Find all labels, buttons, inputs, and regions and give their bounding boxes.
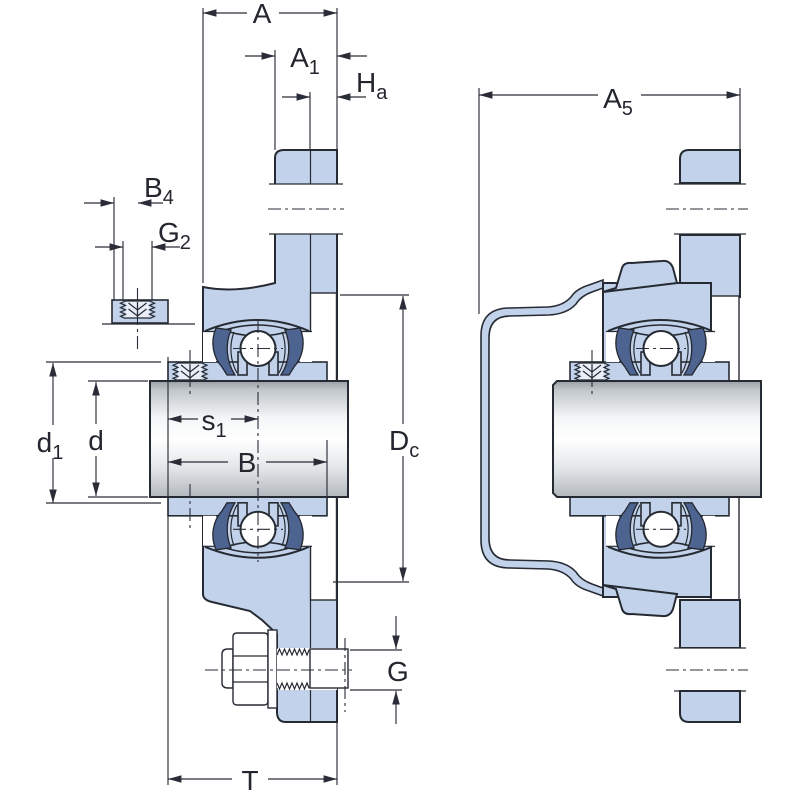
left-view — [102, 149, 352, 723]
bolt-washer — [267, 629, 278, 709]
dim-A5: A5 — [478, 83, 741, 314]
dim-label-A1: A1 — [290, 42, 320, 79]
dim-label-Ha: Ha — [356, 67, 388, 104]
dim-B4: B4 — [84, 172, 174, 301]
dim-label-d1: d1 — [37, 427, 64, 464]
collar-detail-section — [102, 299, 195, 325]
dim-label-d: d — [88, 425, 104, 456]
shaft — [149, 380, 349, 498]
right-view — [480, 149, 762, 723]
dim-Ha: Ha — [282, 67, 388, 104]
dim-label-B4: B4 — [144, 172, 174, 209]
dim-d: d — [88, 380, 148, 498]
flange-bolt-hole-top — [269, 183, 343, 235]
dim-label-G: G — [387, 656, 409, 687]
dim-label-A5: A5 — [603, 83, 633, 120]
bolt-shank — [309, 648, 349, 689]
dim-s1: s1 — [168, 405, 258, 442]
dim-d1: d1 — [37, 361, 161, 504]
dim-label-A: A — [253, 0, 272, 29]
dim-label-Dc: Dc — [389, 425, 419, 462]
hex-nut — [232, 632, 269, 706]
dim-T: T — [167, 357, 338, 796]
dim-G: G — [350, 616, 409, 724]
dim-label-T: T — [241, 765, 258, 796]
mounting-bolt — [221, 629, 349, 709]
dim-Dc: Dc — [333, 294, 419, 583]
dim-label-s1: s1 — [201, 405, 226, 442]
dim-B: B — [168, 440, 328, 516]
dim-A1: A1 — [245, 42, 367, 150]
dimensions: A A1 Ha A5 B4 G2 — [37, 0, 741, 796]
dim-label-G2: G2 — [158, 217, 191, 254]
bolt-thread — [277, 649, 310, 688]
centre-lines-left — [136, 208, 352, 712]
shaft-right — [552, 380, 762, 498]
dim-A: A — [202, 0, 338, 283]
dim-G2: G2 — [95, 217, 191, 301]
dim-label-B: B — [238, 447, 257, 478]
bolt-end — [221, 648, 234, 689]
centre-lines-right — [591, 208, 748, 671]
